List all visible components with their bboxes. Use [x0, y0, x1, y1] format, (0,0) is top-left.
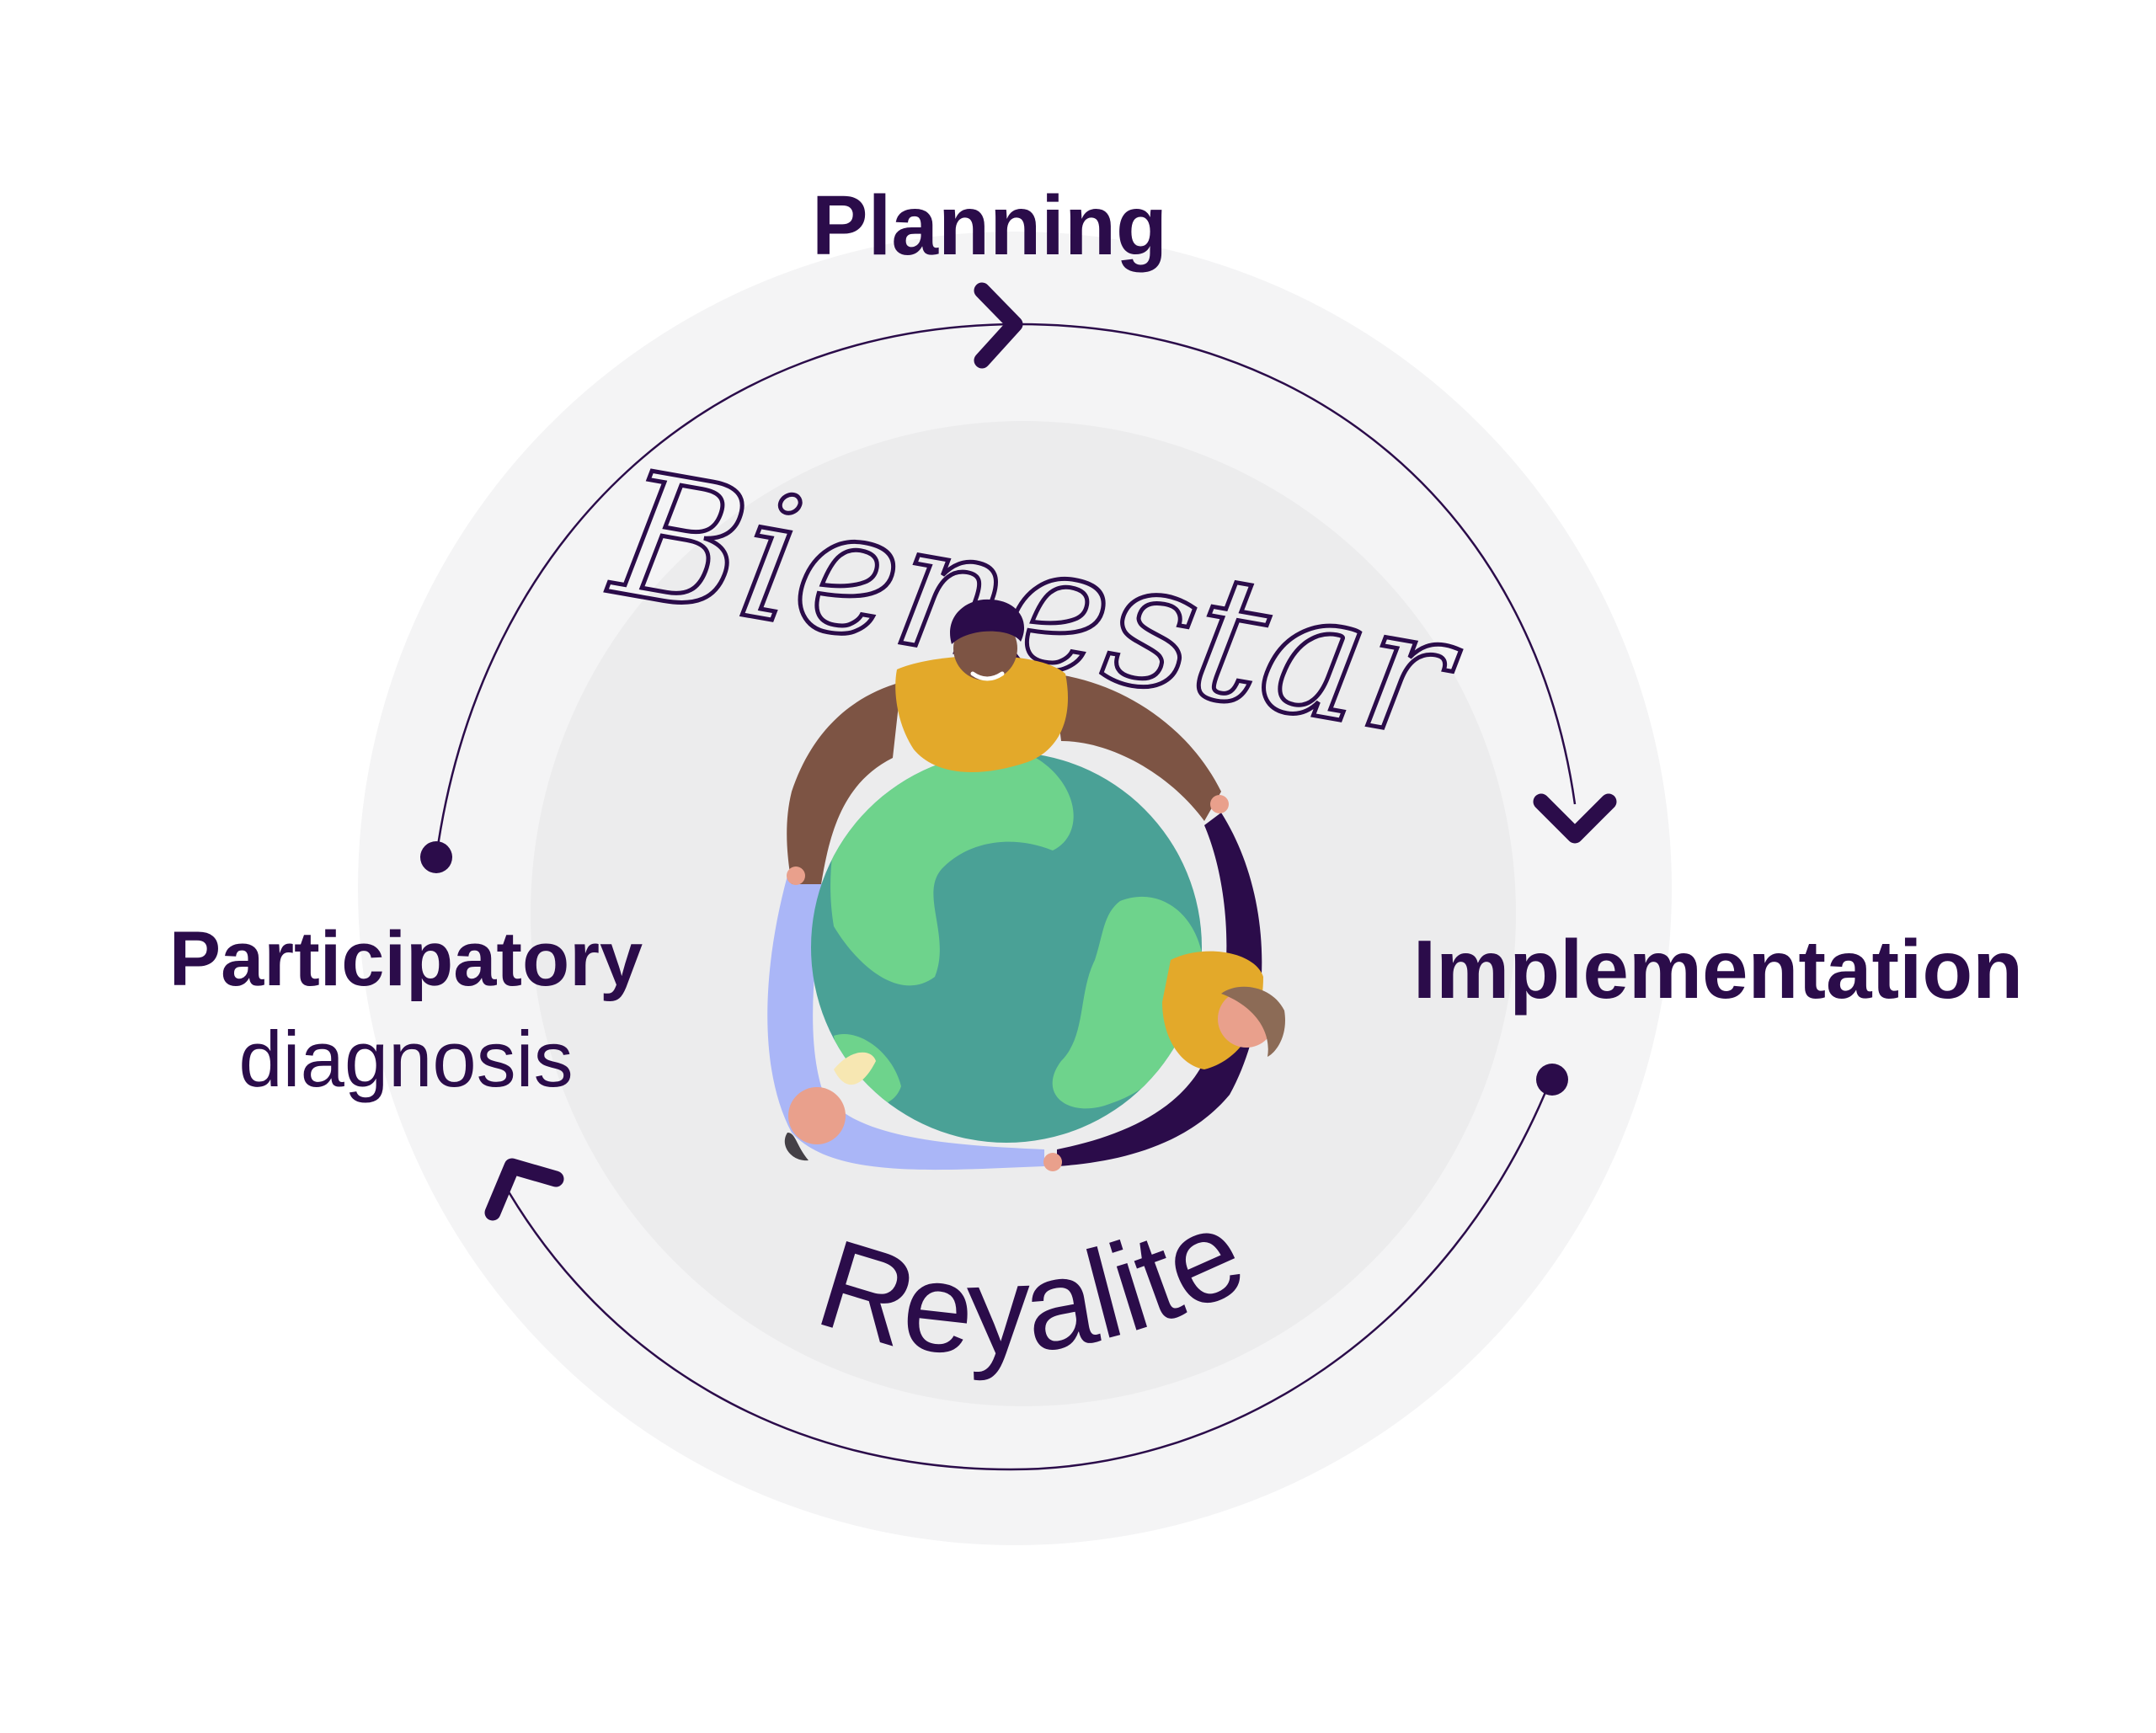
dot-left	[420, 841, 452, 873]
diagnosis-label: diagnosis	[238, 1015, 573, 1103]
planning-label: Planning	[812, 179, 1167, 273]
chevron-down-icon	[1533, 793, 1617, 844]
dot-right	[1536, 1064, 1568, 1096]
chevron-right-icon	[974, 282, 1023, 369]
participatory-label: Participatory	[169, 916, 643, 1002]
chevron-up-left-icon	[484, 1158, 564, 1221]
implementation-label: Implementation	[1413, 923, 2023, 1016]
arc-bottom	[499, 1081, 1551, 1471]
globe-people-illustration	[767, 599, 1285, 1171]
